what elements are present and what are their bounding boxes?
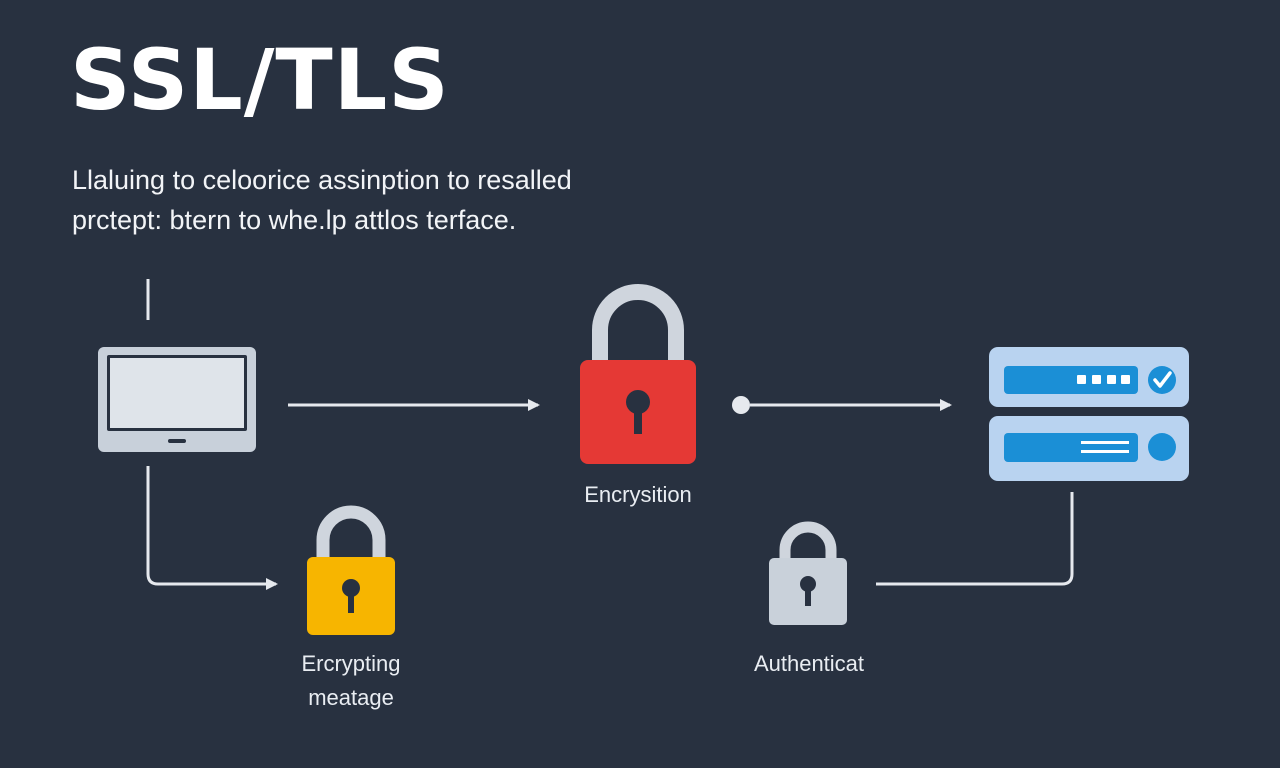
connector-dot xyxy=(732,396,750,414)
red-padlock-icon xyxy=(580,284,696,464)
encryption-label: Encrysition xyxy=(584,482,692,507)
yellow-padlock-icon xyxy=(307,505,395,635)
page-title: SSL/TLS xyxy=(70,31,450,129)
encrypting-message-label: Ercrypting meatage xyxy=(251,647,451,715)
authentication-label: Authenticat xyxy=(753,651,865,676)
laptop-icon xyxy=(98,347,256,452)
subtitle: Llaluing to celoorice assinption to resa… xyxy=(72,160,692,240)
subtitle-line-1: Llaluing to celoorice assinption to resa… xyxy=(72,165,572,195)
subtitle-line-2: prctept: btern to whe.lp attlos terface. xyxy=(72,205,517,235)
encrypting-message-line-1: Ercrypting xyxy=(301,651,401,676)
server-icon xyxy=(989,347,1189,481)
grey-padlock-icon xyxy=(769,521,847,625)
arrow-to-encrypting-message xyxy=(146,466,278,590)
connector-server-to-authentication xyxy=(876,492,1074,586)
encrypting-message-line-2: meatage xyxy=(308,685,394,710)
